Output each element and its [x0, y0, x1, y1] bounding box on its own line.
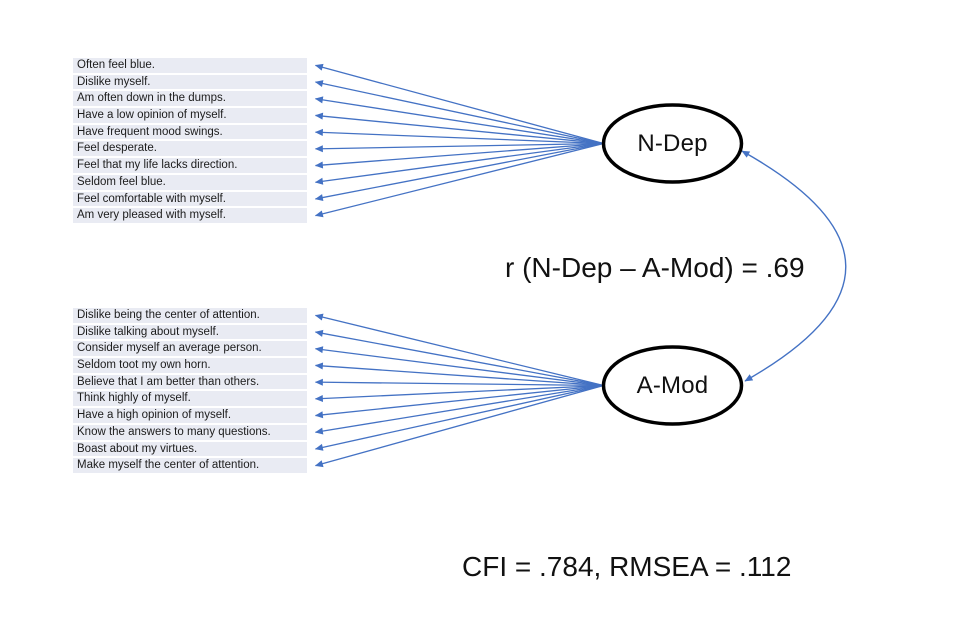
factor-label-ndep: N-Dep [637, 129, 708, 157]
list-item: Dislike talking about myself. [73, 324, 307, 340]
loading-arrow [314, 384, 604, 468]
loading-arrows-amod [314, 313, 604, 468]
loading-arrow [314, 96, 604, 145]
list-item: Dislike being the center of attention. [73, 308, 307, 323]
loading-arrow [314, 128, 604, 145]
list-item: Feel comfortable with myself. [73, 191, 307, 207]
list-item: Seldom feel blue. [73, 174, 307, 190]
loading-arrow [314, 142, 604, 169]
list-item: Often feel blue. [73, 58, 307, 73]
loading-arrow [314, 384, 604, 403]
latent-factor-ellipse-ndep [601, 103, 744, 184]
list-item: Have frequent mood swings. [73, 124, 307, 140]
fit-statistics-annotation: CFI = .784, RMSEA = .112 [462, 551, 792, 582]
covariance-arrow [741, 150, 847, 382]
list-item: Seldom toot my own horn. [73, 358, 307, 373]
list-item: Consider myself an average person. [73, 341, 307, 357]
loading-arrow [314, 384, 604, 419]
list-item: Have a low opinion of myself. [73, 108, 307, 123]
list-item: Make myself the center of attention. [73, 458, 307, 473]
list-item: Think highly of myself. [73, 391, 307, 407]
loading-arrow [314, 329, 604, 387]
loading-arrow [314, 378, 604, 387]
list-item: Have a high opinion of myself. [73, 408, 307, 423]
indicator-list-ndep: Often feel blue.Dislike myself.Am often … [73, 58, 307, 225]
list-item: Know the answers to many questions. [73, 424, 307, 440]
loading-arrow [314, 384, 604, 435]
loading-arrow [314, 313, 604, 387]
list-item: Believe that I am better than others. [73, 374, 307, 390]
loading-arrow [314, 142, 604, 153]
list-item: Feel desperate. [73, 141, 307, 157]
loading-arrow [314, 80, 604, 145]
indicator-list-amod: Dislike being the center of attention.Di… [73, 308, 307, 475]
list-item: Feel that my life lacks direction. [73, 158, 307, 173]
loading-arrow [314, 384, 604, 451]
loading-arrow [314, 63, 604, 145]
loading-arrow [314, 142, 604, 185]
loading-arrow [314, 112, 604, 145]
loading-arrow [314, 346, 604, 387]
factor-label-amod: A-Mod [636, 371, 709, 399]
latent-factor-ellipse-amod [601, 345, 744, 426]
loading-arrow [314, 362, 604, 387]
correlation-annotation: r (N-Dep – A-Mod) = .69 [505, 252, 805, 283]
list-item: Dislike myself. [73, 74, 307, 90]
list-item: Am often down in the dumps. [73, 91, 307, 107]
list-item: Boast about my virtues. [73, 441, 307, 457]
loading-arrow [314, 142, 604, 218]
list-item: Am very pleased with myself. [73, 208, 307, 223]
loading-arrow [314, 142, 604, 202]
loading-arrows-ndep [314, 63, 604, 218]
